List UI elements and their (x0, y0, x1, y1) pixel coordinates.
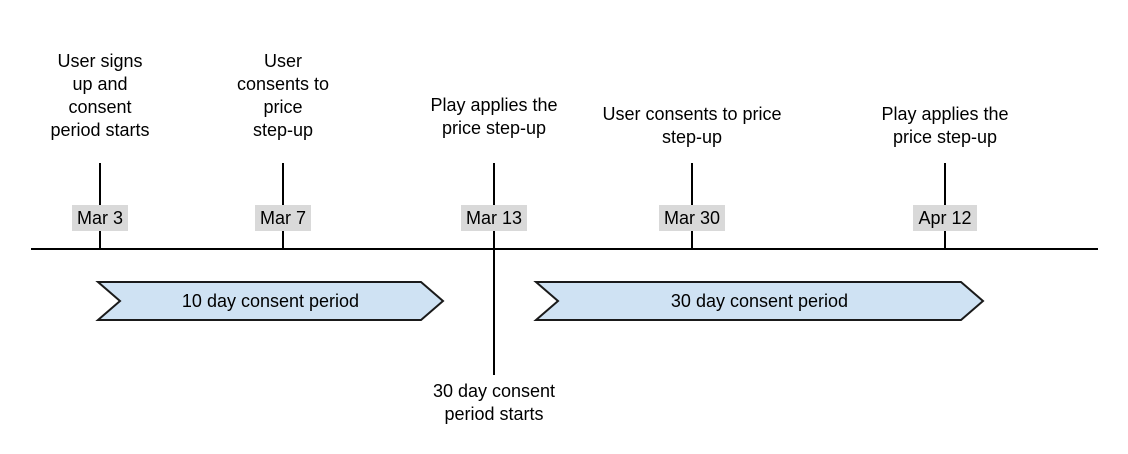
period-ribbon-30-day: 30 day consent period (533, 281, 985, 321)
date-wrap-mar-7: Mar 7 (213, 205, 353, 231)
event-label-second-stepup-applied: Play applies the price step-up (881, 104, 1009, 147)
date-wrap-mar-30: Mar 30 (622, 205, 762, 231)
period-label-10-day: 10 day consent period (181, 290, 360, 311)
event-label-first-stepup-applied: Play applies the price step-up (430, 95, 558, 138)
date-wrap-mar-3: Mar 3 (30, 205, 170, 231)
event-label-second-consent: User consents to price step-up (602, 104, 782, 147)
date-badge-mar-7: Mar 7 (254, 205, 311, 231)
period-label-30-day: 30 day consent period (670, 290, 849, 311)
timeline-axis (31, 248, 1098, 250)
ribbon-arrow-polygon (95, 281, 445, 321)
period-ribbon-10-day: 10 day consent period (95, 281, 445, 321)
event-label-first-consent: User consents to price step-up (236, 51, 330, 140)
ribbon-arrow-shape (533, 281, 985, 321)
note-30-day-period-starts: 30 day consent period starts (432, 381, 556, 424)
date-badge-mar-3: Mar 3 (71, 205, 128, 231)
date-badge-apr-12: Apr 12 (913, 205, 977, 231)
date-badge-mar-30: Mar 30 (658, 205, 726, 231)
event-label-signup: User signs up and consent period starts (50, 51, 150, 140)
date-badge-mar-13: Mar 13 (460, 205, 528, 231)
date-wrap-mar-13: Mar 13 (424, 205, 564, 231)
ribbon-arrow-polygon (533, 281, 985, 321)
ribbon-arrow-shape (95, 281, 445, 321)
tick-line-mar-13 (493, 163, 495, 375)
date-wrap-apr-12: Apr 12 (875, 205, 1015, 231)
